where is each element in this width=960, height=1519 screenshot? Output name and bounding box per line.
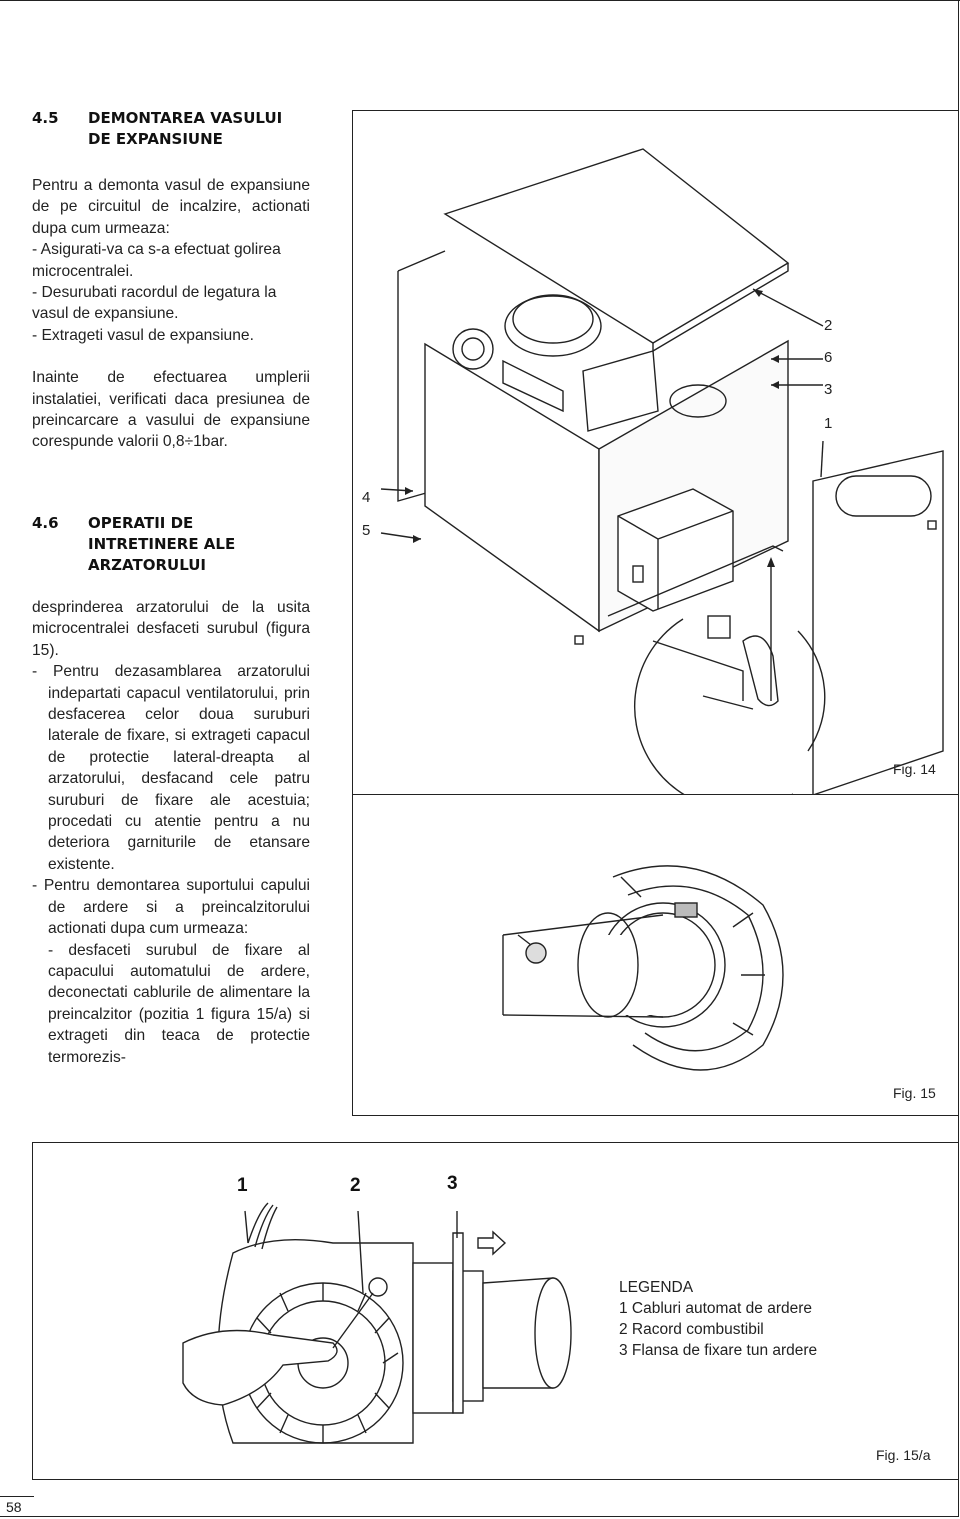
callout-label: 5 bbox=[362, 522, 371, 539]
callout-label: 1 bbox=[824, 415, 833, 432]
paragraph: Pentru a demonta vasul de expansiune de … bbox=[32, 177, 310, 237]
list-item: - Pentru dezasamblarea arzatorului indep… bbox=[32, 663, 310, 873]
list-item: - Pentru demontarea suportului capului d… bbox=[32, 877, 310, 938]
figure-caption: Fig. 15/a bbox=[876, 1447, 931, 1463]
legend-item: 1 Cabluri automat de ardere bbox=[619, 1300, 813, 1317]
callout-label: 3 bbox=[447, 1173, 458, 1194]
boiler-illustration bbox=[380, 148, 944, 795]
top-rule bbox=[0, 0, 960, 1]
paragraph: Inainte de efectuarea umplerii instalati… bbox=[32, 369, 310, 451]
callout-label: 1 bbox=[237, 1175, 248, 1196]
section-title: OPERATII DE INTRETINERE ALE ARZATORULUI bbox=[88, 514, 236, 574]
section-title: DEMONTAREA VASULUI DE EXPANSIUNE bbox=[88, 109, 283, 148]
list-item: - Extrageti vasul de expansiune. bbox=[32, 326, 254, 344]
figure-15: Fig. 15 bbox=[352, 794, 959, 1116]
legend: LEGENDA 1 Cabluri automat de ardere 2 Ra… bbox=[619, 1277, 939, 1361]
callout-label: 2 bbox=[350, 1175, 361, 1196]
section-4-6-body: desprinderea arzatorului de la usita mic… bbox=[32, 597, 310, 1068]
callout-label: 2 bbox=[824, 317, 833, 334]
legend-item: 3 Flansa de fixare tun ardere bbox=[619, 1342, 818, 1359]
page-number: 58 bbox=[6, 1499, 22, 1515]
list-item: - Desurubati racordul de legatura la vas… bbox=[32, 284, 277, 323]
burner-flange-illustration bbox=[502, 865, 784, 1071]
figure-caption: Fig. 15 bbox=[893, 1085, 936, 1101]
section-number: 4.5 bbox=[32, 109, 59, 127]
list-item: - desfaceti surubul de fixare al capacul… bbox=[48, 941, 310, 1066]
burner-fan-illustration bbox=[182, 1202, 572, 1444]
figure-15a: 1 2 3 LEGENDA 1 Cabluri automat de arder… bbox=[32, 1142, 959, 1480]
section-number: 4.6 bbox=[32, 514, 59, 532]
legend-title: LEGENDA bbox=[619, 1279, 694, 1296]
legend-item: 2 Racord combustibil bbox=[619, 1321, 764, 1338]
list-item: - Asigurati-va ca s-a efectuat golirea m… bbox=[32, 241, 281, 280]
section-4-5-body: Pentru a demonta vasul de expansiune de … bbox=[32, 175, 310, 453]
figure-14: 2 6 3 1 4 5 Fig. 14 bbox=[352, 110, 959, 796]
callout-label: 4 bbox=[362, 489, 371, 506]
section-heading-4-6: 4.6 OPERATII DE INTRETINERE ALE ARZATORU… bbox=[32, 513, 332, 579]
paragraph: desprinderea arzatorului de la usita mic… bbox=[32, 599, 310, 659]
callout-label: 6 bbox=[824, 349, 833, 366]
section-heading-4-5: 4.5 DEMONTAREA VASULUI DE EXPANSIUNE bbox=[32, 108, 332, 154]
callout-label: 3 bbox=[824, 381, 833, 398]
figure-caption: Fig. 14 bbox=[893, 761, 936, 777]
page-number-box: 58 bbox=[0, 1496, 34, 1519]
